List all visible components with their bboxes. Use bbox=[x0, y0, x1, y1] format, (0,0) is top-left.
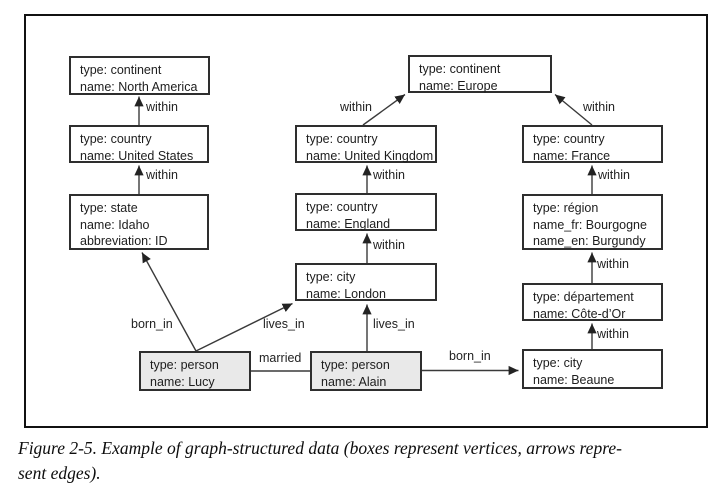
edge-line-born-in-lucy-idaho bbox=[141, 252, 197, 352]
node-property: name: Beaune bbox=[533, 372, 615, 387]
node-lucy: type: person name: Lucy bbox=[139, 351, 251, 391]
edge-label-within-idaho-us: within bbox=[146, 168, 178, 182]
node-france: type: country name: France bbox=[522, 125, 663, 163]
node-property: name: United States bbox=[80, 148, 194, 163]
node-property: type: continent bbox=[419, 62, 501, 76]
node-property: name: North America bbox=[80, 79, 198, 94]
node-property: name: France bbox=[533, 148, 611, 163]
node-property: name: Alain bbox=[321, 374, 387, 389]
node-property: name: Europe bbox=[419, 78, 498, 93]
node-cote-dor: type: département name: Côte-d’Or bbox=[522, 283, 663, 321]
node-property: name: London bbox=[306, 286, 386, 301]
node-property: type: département bbox=[533, 290, 634, 304]
node-europe: type: continent name: Europe bbox=[408, 55, 552, 93]
node-property: name: United Kingdom bbox=[306, 148, 434, 163]
figure-caption: Figure 2-5. Example of graph-structured … bbox=[18, 436, 718, 486]
node-property: type: continent bbox=[80, 63, 162, 77]
edge-label-born-in-lucy-idaho: born_in bbox=[131, 317, 173, 331]
edge-label-within-us-na: within bbox=[146, 100, 178, 114]
node-property: type: person bbox=[150, 358, 219, 372]
figure-caption-line-2: sent edges). bbox=[18, 463, 101, 483]
node-property: type: state bbox=[80, 201, 138, 215]
edge-label-lives-in-alain-london: lives_in bbox=[373, 317, 415, 331]
node-bourgogne: type: région name_fr: Bourgogne name_en:… bbox=[522, 194, 663, 250]
edge-label-within-beaune-dept: within bbox=[597, 327, 629, 341]
node-property: name_fr: Bourgogne bbox=[533, 217, 647, 232]
node-london: type: city name: London bbox=[295, 263, 437, 301]
node-united-states: type: country name: United States bbox=[69, 125, 209, 163]
node-united-kingdom: type: country name: United Kingdom bbox=[295, 125, 437, 163]
node-property: type: country bbox=[306, 200, 378, 214]
node-property: type: city bbox=[306, 270, 356, 284]
edge-label-within-london-england: within bbox=[373, 238, 405, 252]
node-property: type: country bbox=[80, 132, 152, 146]
edge-label-lives-in-lucy-london: lives_in bbox=[263, 317, 305, 331]
edge-line-lives-in-lucy-london bbox=[195, 302, 293, 352]
edge-label-within-dept-region: within bbox=[597, 257, 629, 271]
node-property: type: région bbox=[533, 201, 599, 215]
edge-label-born-in-alain-beaune: born_in bbox=[449, 349, 491, 363]
edge-line-within-france-europe bbox=[554, 93, 593, 126]
node-property: type: person bbox=[321, 358, 390, 372]
node-property: type: city bbox=[533, 356, 583, 370]
node-north-america: type: continent name: North America bbox=[69, 56, 210, 95]
node-property: abbreviation: ID bbox=[80, 234, 168, 248]
node-property: name: England bbox=[306, 216, 391, 231]
edge-label-within-france-europe: within bbox=[583, 100, 615, 114]
figure-caption-line-1: Figure 2-5. Example of graph-structured … bbox=[18, 438, 622, 458]
node-idaho: type: state name: Idaho abbreviation: ID bbox=[69, 194, 209, 250]
edge-line-within-uk-europe bbox=[362, 93, 406, 126]
edge-label-within-england-uk: within bbox=[373, 168, 405, 182]
edge-label-within-uk-europe: within bbox=[340, 100, 372, 114]
node-property: name: Idaho bbox=[80, 217, 150, 232]
node-property: name: Lucy bbox=[150, 374, 215, 389]
edge-label-within-region-france: within bbox=[598, 168, 630, 182]
node-property: name: Côte-d’Or bbox=[533, 306, 626, 321]
node-beaune: type: city name: Beaune bbox=[522, 349, 663, 389]
node-property: name_en: Burgundy bbox=[533, 234, 646, 248]
node-property: type: country bbox=[306, 132, 378, 146]
edge-label-married-lucy-alain: married bbox=[259, 351, 302, 365]
node-alain: type: person name: Alain bbox=[310, 351, 422, 391]
diagram-frame bbox=[24, 14, 708, 428]
node-property: type: country bbox=[533, 132, 605, 146]
node-england: type: country name: England bbox=[295, 193, 437, 231]
